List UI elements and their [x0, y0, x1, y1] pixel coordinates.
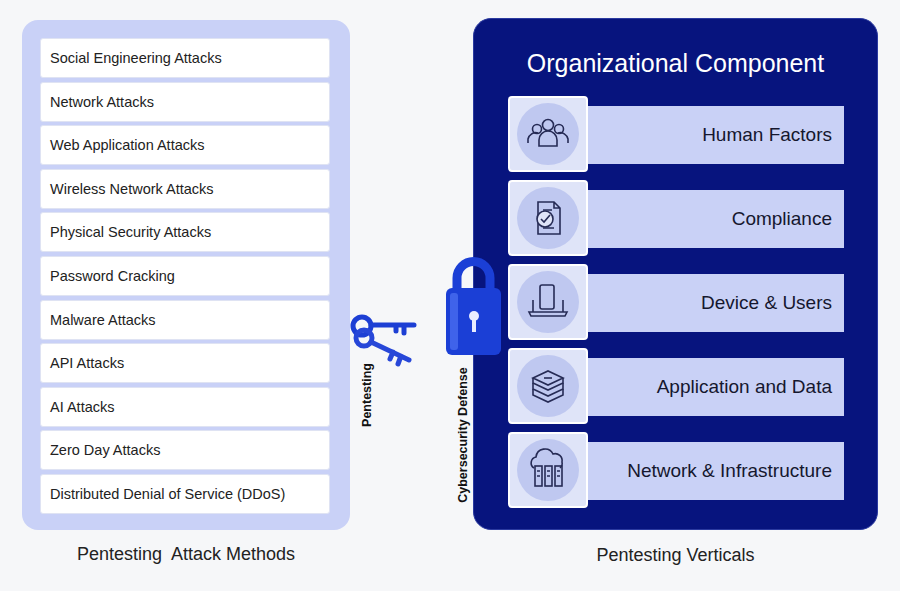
- laptop: [529, 300, 567, 316]
- node-label: Social Engineering Attacks: [41, 50, 222, 66]
- attack-method-box: Network Attacks: [40, 82, 330, 122]
- device-icon: [529, 285, 567, 316]
- attack-method-box: Distributed Denial of Service (DDoS): [40, 474, 330, 514]
- key-shaft: [371, 325, 414, 333]
- icon-circle: [517, 271, 579, 333]
- cloud: [531, 449, 562, 468]
- doc-lines: [543, 210, 554, 228]
- icon-circle: [517, 355, 579, 417]
- lock-shackle: [457, 262, 490, 292]
- attack-method-box: Physical Security Attacks: [40, 212, 330, 252]
- vertical-bar: Application and Data: [588, 358, 844, 416]
- vertical-bar: Compliance: [588, 190, 844, 248]
- key-ring: [356, 330, 372, 346]
- attack-method-box: AI Attacks: [40, 387, 330, 427]
- icon-tile: [509, 433, 587, 507]
- head: [543, 120, 554, 131]
- key-shaft: [371, 342, 409, 364]
- document: [538, 202, 560, 234]
- node-label: Physical Security Attacks: [41, 224, 211, 240]
- attack-method-box: Web Application Attacks: [40, 125, 330, 165]
- vertical-bar: Device & Users: [588, 274, 844, 332]
- body: [528, 133, 568, 143]
- server: [545, 466, 552, 486]
- vertical-label: Cybersecurity Defense: [456, 367, 470, 502]
- icon-tile: [509, 97, 587, 171]
- icon-circle: [517, 439, 579, 501]
- verticals-panel: Organizational ComponentPentesting Verti…: [473, 18, 878, 530]
- node-label: Compliance: [732, 208, 844, 230]
- server: [535, 466, 542, 486]
- layer: [533, 389, 563, 402]
- attack-methods-panel: Pentesting Attack MethodsSocial Engineer…: [22, 20, 350, 530]
- keyhole: [469, 311, 479, 321]
- icon-tile: [509, 181, 587, 255]
- icon-circle: [517, 103, 579, 165]
- check-mark: [541, 215, 550, 222]
- node-label: Application and Data: [657, 376, 844, 398]
- network-icon: [531, 449, 562, 486]
- head: [533, 125, 542, 134]
- attack-method-box: API Attacks: [40, 343, 330, 383]
- attack-method-box: Malware Attacks: [40, 300, 330, 340]
- layer: [533, 383, 563, 396]
- body: [539, 131, 557, 146]
- lock-highlight: [450, 293, 458, 350]
- node-label: Human Factors: [702, 124, 844, 146]
- vertical-bar: Human Factors: [588, 106, 844, 164]
- node-label: Network & Infrastructure: [627, 460, 844, 482]
- vertical-label: Pentesting: [360, 363, 374, 427]
- people-icon: [528, 120, 568, 147]
- node-label: Network Attacks: [41, 94, 154, 110]
- head: [555, 125, 564, 134]
- node-label: Device & Users: [701, 292, 844, 314]
- icon-tile: [509, 265, 587, 339]
- node-label: Password Cracking: [41, 268, 175, 284]
- panel-title: Organizational Component: [474, 47, 877, 79]
- node-label: Distributed Denial of Service (DDoS): [41, 486, 285, 502]
- phone: [540, 285, 554, 309]
- attack-method-box: Password Cracking: [40, 256, 330, 296]
- data-icon: [533, 371, 563, 402]
- server: [555, 466, 562, 486]
- attack-method-box: Zero Day Attacks: [40, 430, 330, 470]
- keys-icon: [353, 317, 414, 364]
- lock-icon: [446, 262, 501, 355]
- vertical-bar: Network & Infrastructure: [588, 442, 844, 500]
- keyhole: [472, 318, 476, 332]
- icon-tile: [509, 349, 587, 423]
- attack-method-box: Social Engineering Attacks: [40, 38, 330, 78]
- lock-body: [446, 288, 501, 355]
- layer-mark: [544, 377, 552, 379]
- attack-method-box: Wireless Network Attacks: [40, 169, 330, 209]
- panel-caption: Pentesting Attack Methods: [22, 544, 350, 565]
- node-label: Wireless Network Attacks: [41, 181, 214, 197]
- node-label: AI Attacks: [41, 399, 114, 415]
- node-label: API Attacks: [41, 355, 124, 371]
- layer: [533, 378, 563, 390]
- compliance-icon: [537, 202, 560, 234]
- node-label: Web Application Attacks: [41, 137, 205, 153]
- node-label: Zero Day Attacks: [41, 442, 160, 458]
- key-ring: [353, 317, 371, 335]
- icon-tiles: [509, 97, 587, 507]
- check-circle: [537, 211, 553, 227]
- layer: [533, 371, 563, 385]
- icon-circle: [517, 187, 579, 249]
- node-label: Malware Attacks: [41, 312, 156, 328]
- server-lines: [537, 471, 560, 476]
- panel-caption: Pentesting Verticals: [474, 545, 877, 566]
